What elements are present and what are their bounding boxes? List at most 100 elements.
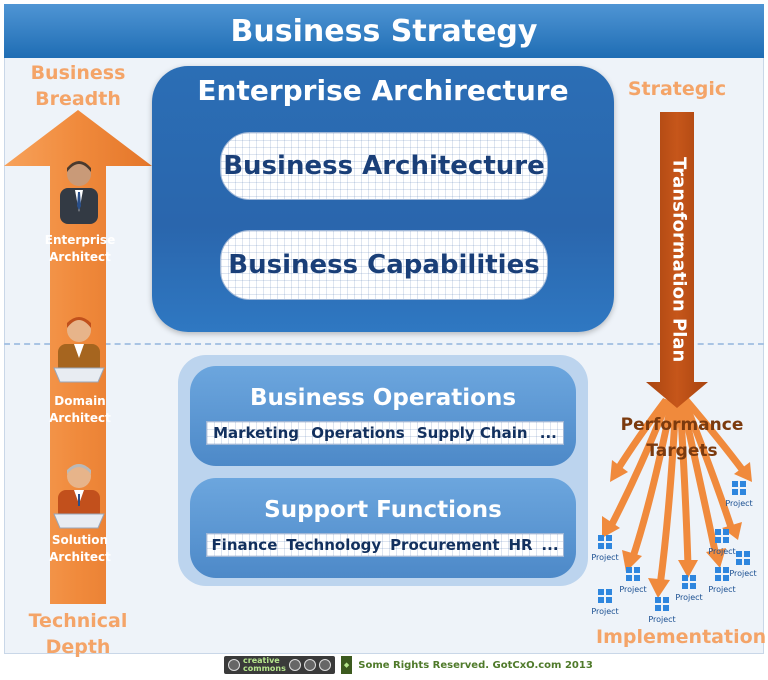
project-node: Project: [697, 566, 747, 594]
rights-text: Some Rights Reserved. GotCxO.com 2013: [358, 659, 593, 671]
business-breadth-label: Business Breadth: [18, 60, 138, 112]
attribution-icon: [288, 659, 301, 671]
business-operations-items: Marketing Operations Supply Chain ...: [206, 421, 564, 445]
developer-icon: [53, 464, 105, 529]
role-line2: Architect: [49, 411, 111, 425]
strategy-implementation-divider: [4, 343, 764, 345]
fan-head-6: [722, 522, 742, 540]
project-icon: [732, 481, 746, 495]
strategic-label: Strategic: [627, 78, 727, 100]
noncommercial-icon: [303, 659, 316, 671]
technical-depth-line2: Depth: [45, 636, 111, 658]
ops-item: Supply Chain: [416, 424, 528, 442]
project-label: Project: [708, 547, 736, 556]
project-node: Project: [714, 480, 764, 508]
fan-head-7: [734, 462, 752, 482]
role-solution-architect: Solution Architect: [40, 532, 120, 566]
cc-line1: creative: [243, 656, 280, 665]
cc-logo-icon: [228, 659, 240, 671]
implementation-label: Implementation: [596, 626, 767, 648]
fan-arrow-1: [606, 398, 672, 530]
license-footer: creative commons ◆ Some Rights Reserved.…: [224, 656, 593, 674]
ops-item: Operations: [311, 424, 405, 442]
fan-arrow-2: [628, 399, 676, 562]
business-operations-title: Business Operations: [249, 385, 517, 411]
sharealike-icon: [318, 659, 331, 671]
role-line1: Enterprise: [44, 233, 116, 247]
project-icon: [598, 589, 612, 603]
project-label: Project: [708, 585, 736, 594]
transformation-plan-text: Transformation Plan: [668, 157, 690, 363]
technical-depth-line1: Technical: [28, 610, 128, 632]
cc-line2: commons: [243, 664, 286, 673]
role-line1: Domain: [54, 394, 106, 408]
project-label: Project: [675, 593, 703, 602]
project-node: Project: [697, 528, 747, 556]
support-functions-items: Finance Technology Procurement HR ...: [206, 533, 564, 557]
ops-item: ...: [539, 424, 557, 442]
project-node: Project: [580, 588, 630, 616]
project-label: Project: [729, 569, 757, 578]
project-node: Project: [664, 574, 714, 602]
project-node: Project: [580, 534, 630, 562]
project-icon: [715, 529, 729, 543]
fan-arrow-5: [678, 399, 720, 557]
project-node: Project: [608, 566, 658, 594]
role-enterprise-architect: Enterprise Architect: [40, 232, 120, 266]
fan-head-8: [610, 460, 628, 482]
role-line1: Solution: [51, 533, 109, 547]
support-functions-box: [190, 478, 576, 578]
project-label: Project: [591, 607, 619, 616]
fan-arrow-7: [683, 397, 747, 475]
project-label: Project: [725, 499, 753, 508]
ops-item: Marketing: [213, 424, 300, 442]
support-item: Technology: [286, 536, 382, 554]
fan-head-4: [678, 560, 698, 578]
business-capabilities-pill: Business Capabilities: [220, 230, 548, 300]
gotcxo-badge-icon: ◆: [340, 656, 353, 674]
fan-arrow-4: [676, 399, 692, 567]
support-functions-title: Support Functions: [264, 497, 502, 523]
technical-depth-label: Technical Depth: [18, 608, 138, 660]
business-architecture-label: Business Architecture: [223, 151, 545, 181]
project-icon: [655, 597, 669, 611]
fan-arrow-6: [680, 398, 736, 532]
enterprise-architecture-title: Enterprise Archirecture: [197, 74, 569, 107]
fan-arrow-3: [656, 399, 680, 587]
businessman-icon: [60, 161, 98, 224]
project-icon: [682, 575, 696, 589]
fan-arrow-8: [613, 397, 669, 474]
support-item: HR: [508, 536, 533, 554]
creative-commons-badge: creative commons: [224, 656, 335, 674]
business-breadth-line1: Business: [30, 62, 126, 84]
business-architecture-pill: Business Architecture: [220, 132, 548, 200]
project-node: Project: [637, 596, 687, 624]
project-label: Project: [619, 585, 647, 594]
transformation-plan-arrow: [646, 112, 708, 408]
fan-head-3: [648, 578, 670, 598]
performance-targets-label: Performance Targets: [604, 412, 760, 464]
project-label: Project: [591, 553, 619, 562]
performance-targets-line1: Performance: [620, 415, 744, 435]
support-item: Finance: [211, 536, 278, 554]
banner-title: Business Strategy: [230, 13, 538, 49]
role-domain-architect: Domain Architect: [40, 393, 120, 427]
project-icon: [715, 567, 729, 581]
support-item: Procurement: [390, 536, 500, 554]
project-icon: [598, 535, 612, 549]
cc-text: creative commons: [243, 657, 286, 673]
business-breadth-line2: Breadth: [35, 88, 121, 110]
project-node: Project: [718, 550, 768, 578]
business-operations-box: [190, 366, 576, 466]
support-item: ...: [541, 536, 559, 554]
fan-head-1: [602, 516, 620, 538]
project-icon: [736, 551, 750, 565]
project-icon: [626, 567, 640, 581]
business-capabilities-label: Business Capabilities: [228, 250, 540, 280]
laptop-user-icon: [53, 317, 105, 383]
fan-head-5: [706, 548, 726, 568]
fan-head-2: [622, 550, 642, 572]
role-line2: Architect: [49, 550, 111, 564]
